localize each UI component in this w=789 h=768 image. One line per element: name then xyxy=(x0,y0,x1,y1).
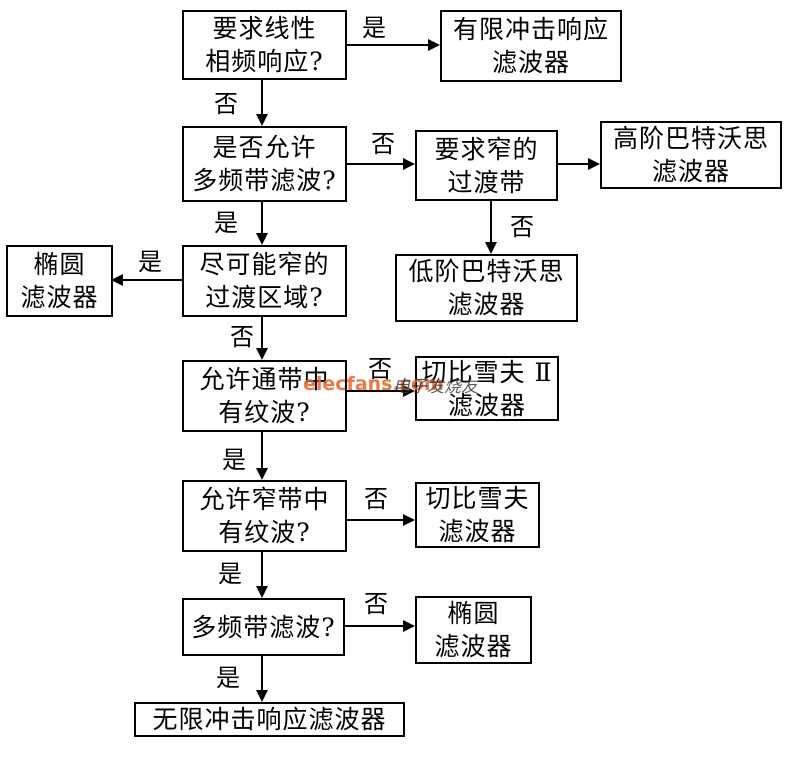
label-yes-narrowband-multiband2: 是 xyxy=(218,560,242,588)
node-narrow-transition-text: 要求窄的 过渡带 xyxy=(434,134,539,197)
node-narrowest-transition: 尽可能窄的 过渡区域? xyxy=(182,245,347,317)
node-multiband-2-text: 多频带滤波? xyxy=(191,612,336,642)
node-low-order-butterworth: 低阶巴特沃思 滤波器 xyxy=(395,254,578,322)
label-no-passband-chebyshev2: 否 xyxy=(368,355,392,383)
node-narrowband-ripple-text: 允许窄带中 有纹波? xyxy=(199,485,330,547)
label-no-multiband-narrow: 否 xyxy=(371,130,395,158)
watermark-cn: 电子发烧友 xyxy=(393,377,478,397)
node-elliptic-filter-1-text: 椭圆 滤波器 xyxy=(20,250,99,312)
node-high-order-butterworth-text: 高阶巴特沃思 滤波器 xyxy=(612,124,769,186)
label-yes-multiband2-iir: 是 xyxy=(216,664,240,692)
node-iir-filter-text: 无限冲击响应滤波器 xyxy=(152,705,387,734)
node-multiband-2: 多频带滤波? xyxy=(182,598,345,656)
label-no-narrowband-chebyshev: 否 xyxy=(364,485,388,513)
node-narrowest-transition-text: 尽可能窄的 过渡区域? xyxy=(199,250,330,312)
node-elliptic-filter-1: 椭圆 滤波器 xyxy=(6,245,113,317)
label-yes-multiband-narrowest: 是 xyxy=(214,209,238,237)
node-narrow-transition: 要求窄的 过渡带 xyxy=(415,130,558,201)
node-passband-ripple-text: 允许通带中 有纹波? xyxy=(199,365,330,427)
label-yes-narrowest-elliptic: 是 xyxy=(138,248,162,276)
node-high-order-butterworth: 高阶巴特沃思 滤波器 xyxy=(600,121,782,189)
label-no-narrow-lowbutter: 否 xyxy=(510,213,534,241)
node-narrowband-ripple: 允许窄带中 有纹波? xyxy=(182,480,347,552)
node-passband-ripple: 允许通带中 有纹波? xyxy=(182,360,347,432)
node-chebyshev-2-text: 切比雪夫 Ⅱ 滤波器 xyxy=(421,357,553,420)
label-no-multiband2-elliptic: 否 xyxy=(364,590,388,618)
label-yes-linear-fir: 是 xyxy=(362,14,386,42)
node-low-order-butterworth-text: 低阶巴特沃思 滤波器 xyxy=(408,257,565,319)
node-multiband-text: 是否允许 多频带滤波? xyxy=(192,133,337,195)
watermark-site: elecfans.com xyxy=(303,373,444,395)
node-chebyshev: 切比雪夫 滤波器 xyxy=(415,482,540,548)
node-elliptic-filter-2-text: 椭圆 滤波器 xyxy=(434,599,513,661)
node-linear-phase-text: 要求线性 相频响应? xyxy=(205,14,324,76)
node-linear-phase: 要求线性 相频响应? xyxy=(182,10,347,80)
node-elliptic-filter-2: 椭圆 滤波器 xyxy=(415,596,532,664)
node-chebyshev-2: 切比雪夫 Ⅱ 滤波器 xyxy=(415,356,559,421)
node-fir-filter-text: 有限冲击响应 滤波器 xyxy=(452,15,609,77)
node-iir-filter: 无限冲击响应滤波器 xyxy=(134,702,405,737)
label-no-narrowest-passband: 否 xyxy=(230,323,254,351)
node-fir-filter: 有限冲击响应 滤波器 xyxy=(440,10,622,82)
label-yes-passband-narrowband: 是 xyxy=(222,446,246,474)
node-chebyshev-text: 切比雪夫 滤波器 xyxy=(425,484,530,546)
label-no-linear-multiband: 否 xyxy=(214,90,238,118)
node-multiband: 是否允许 多频带滤波? xyxy=(182,126,347,202)
